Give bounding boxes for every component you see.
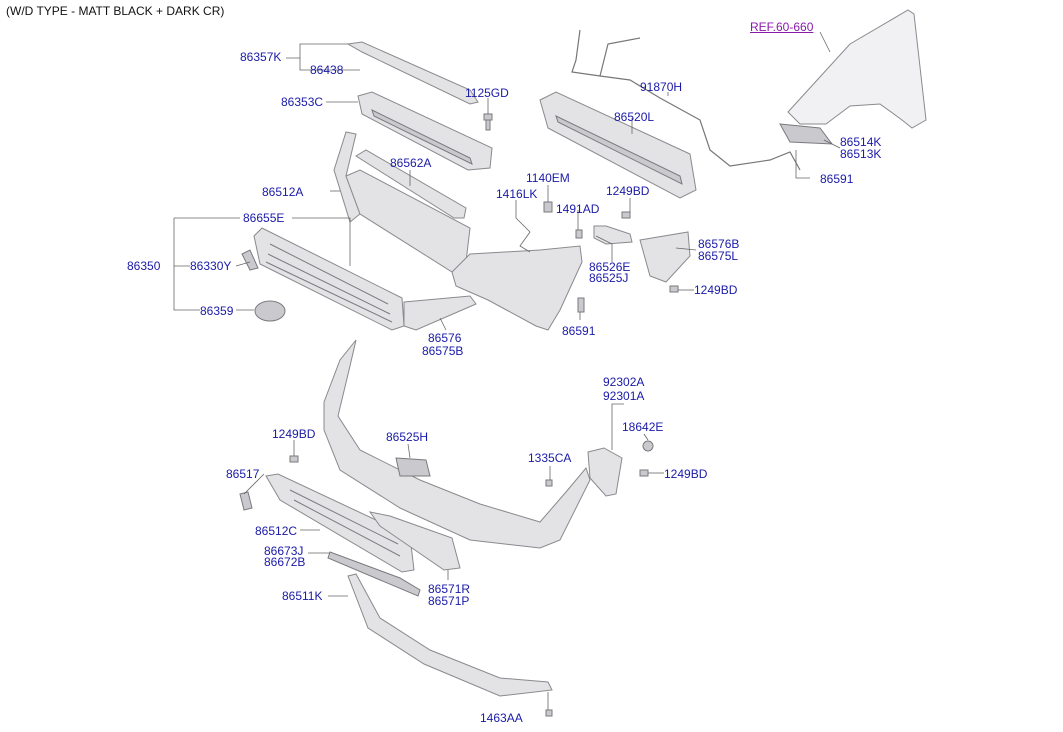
part-label-86576B: 86576B (698, 237, 740, 251)
garnish-86571R (368, 511, 461, 571)
clip-1463AA (545, 709, 553, 717)
part-label-86672B: 86672B (264, 555, 306, 569)
part-label-86512C: 86512C (255, 524, 298, 538)
part-label-86591-a: 86591 (562, 324, 596, 338)
clip-18642E (642, 440, 654, 452)
part-label-86438: 86438 (310, 63, 344, 77)
part-label-86359: 86359 (200, 304, 234, 318)
garnish-86673J (327, 551, 421, 597)
clip-1491AD (575, 229, 583, 239)
part-label-86526E: 86526E (589, 260, 631, 274)
part-label-86673J: 86673J (264, 544, 304, 558)
part-label-86357K: 86357K (240, 50, 282, 64)
cover-86576 (403, 295, 477, 331)
lip-86511K (347, 573, 553, 697)
screw-1140EM (543, 201, 553, 213)
fender-ref (787, 9, 927, 129)
upper-garnish-strip (346, 41, 479, 105)
part-label-86514K: 86514K (840, 135, 882, 149)
part-label-92301A: 92301A (603, 389, 645, 403)
bracket-86517 (239, 491, 253, 511)
side-grille-86514K (779, 123, 834, 145)
emblem-86359 (254, 300, 286, 322)
part-label-86511K: 86511K (282, 589, 323, 603)
part-label-86575L: 86575L (698, 249, 739, 263)
part-label-86576: 86576 (428, 331, 462, 345)
garnish-86562A (355, 149, 467, 219)
part-label-86513K: 86513K (840, 147, 882, 161)
bracket-92302A (587, 447, 623, 497)
leader-lines (173, 31, 841, 710)
part-label-86330Y: 86330Y (190, 259, 232, 273)
part-label-91870H: 91870H (640, 80, 683, 94)
part-label-1249BD-a: 1249BD (606, 184, 650, 198)
part-label-86517: 86517 (226, 467, 260, 481)
part-label-92302A: 92302A (603, 375, 645, 389)
part-label-86562A: 86562A (390, 156, 432, 170)
screw-1125GD (483, 113, 493, 131)
screw-1249BD-a (621, 211, 631, 219)
lower-grille-86512C (265, 473, 415, 573)
part-label-1249BD-d: 1249BD (272, 427, 316, 441)
part-label-86575B: 86575B (422, 344, 464, 358)
reference-link[interactable]: REF.60-660 (750, 20, 814, 34)
part-label-1140EM: 1140EM (526, 171, 570, 185)
bracket-86330Y (241, 249, 259, 271)
part-label-86525J: 86525J (589, 271, 629, 285)
part-label-1335CA: 1335CA (528, 451, 572, 465)
wiring-91870H (571, 29, 801, 171)
screw-1249BD-b (669, 285, 679, 293)
part-label-86571P: 86571P (428, 594, 470, 608)
part-label-1416LK: 1416LK (496, 187, 538, 201)
clip-1335CA (545, 479, 553, 487)
cover-86576B (639, 231, 691, 283)
bumper-upper-86350 (451, 245, 583, 331)
part-label-86512A: 86512A (262, 185, 304, 199)
part-label-86571R: 86571R (428, 582, 471, 596)
upper-cover-86353C (357, 91, 493, 171)
part-label-1125GD: 1125GD (465, 86, 509, 100)
lower-bumper-86525H (323, 339, 591, 549)
part-label-1249BD-b: 1249BD (694, 283, 738, 297)
part-label-1249BD-c: 1249BD (664, 467, 708, 481)
part-label-86520L: 86520L (614, 110, 655, 124)
bolt-86591-a (577, 297, 585, 313)
part-label-1463AA: 1463AA (480, 711, 523, 725)
part-label-86655E: 86655E (243, 211, 285, 225)
screw-1249BD-c (639, 469, 649, 477)
part-label-1491AD: 1491AD (556, 202, 600, 216)
screw-1249BD-d (289, 455, 299, 463)
part-label-18642E: 18642E (622, 420, 664, 434)
diagram-title: (W/D TYPE - MATT BLACK + DARK CR) (6, 4, 225, 18)
part-label-86350: 86350 (127, 259, 161, 273)
part-label-86525H: 86525H (386, 430, 429, 444)
part-label-86353C: 86353C (281, 95, 324, 109)
bracket-86526E (593, 225, 633, 245)
grille-pattern (265, 243, 393, 323)
part-label-86591-b: 86591 (820, 172, 854, 186)
